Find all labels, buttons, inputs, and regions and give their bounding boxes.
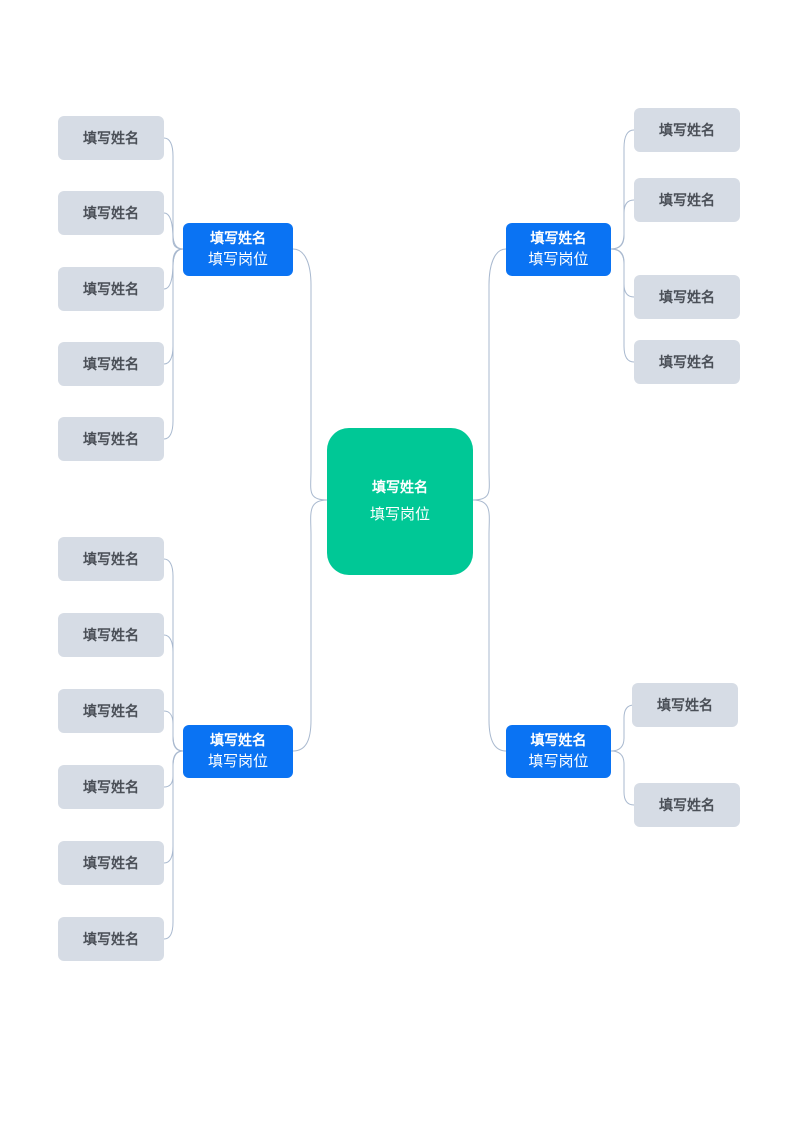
- root-name: 填写姓名: [372, 479, 428, 496]
- root-title: 填写岗位: [369, 504, 430, 523]
- connector-root-bottom-left: [292, 499, 328, 752]
- connector-bl-3: [163, 710, 184, 752]
- connector-root-top-left: [292, 248, 328, 501]
- leaf-node-top-left-4[interactable]: 填写姓名: [58, 342, 164, 386]
- leaf-node-bottom-left-6[interactable]: 填写姓名: [58, 917, 164, 961]
- leaf-node-bottom-right-2[interactable]: 填写姓名: [634, 783, 740, 827]
- branch-name: 填写姓名: [210, 733, 266, 749]
- leaf-node-top-left-3[interactable]: 填写姓名: [58, 267, 164, 311]
- branch-name: 填写姓名: [210, 231, 266, 247]
- leaf-node-bottom-left-3[interactable]: 填写姓名: [58, 689, 164, 733]
- leaf-node-bottom-right-1[interactable]: 填写姓名: [632, 683, 738, 727]
- leaf-node-top-right-2[interactable]: 填写姓名: [634, 178, 740, 222]
- connector-tl-5: [163, 248, 184, 440]
- leaf-node-top-left-1[interactable]: 填写姓名: [58, 116, 164, 160]
- branch-node-top-right[interactable]: 填写姓名 填写岗位: [506, 223, 611, 276]
- root-node[interactable]: 填写姓名 填写岗位: [327, 428, 473, 575]
- branch-title: 填写岗位: [207, 752, 268, 770]
- leaf-node-top-right-1[interactable]: 填写姓名: [634, 108, 740, 152]
- leaf-node-bottom-left-5[interactable]: 填写姓名: [58, 841, 164, 885]
- connector-tl-1: [163, 137, 184, 250]
- branch-name: 填写姓名: [530, 733, 587, 749]
- connector-tr-2: [610, 199, 635, 250]
- connector-bl-6: [163, 750, 184, 940]
- leaf-node-bottom-left-4[interactable]: 填写姓名: [58, 765, 164, 809]
- branch-node-bottom-right[interactable]: 填写姓名 填写岗位: [506, 725, 611, 778]
- leaf-node-top-right-3[interactable]: 填写姓名: [634, 275, 740, 319]
- connector-br-1: [610, 704, 635, 752]
- connector-br-2: [610, 750, 635, 806]
- leaf-node-bottom-left-1[interactable]: 填写姓名: [58, 537, 164, 581]
- connector-tr-1: [610, 129, 635, 250]
- leaf-node-top-left-5[interactable]: 填写姓名: [58, 417, 164, 461]
- connector-root-bottom-right: [472, 499, 507, 752]
- branch-title: 填写岗位: [528, 250, 589, 268]
- branch-node-top-left[interactable]: 填写姓名 填写岗位: [183, 223, 293, 276]
- connector-tr-4: [610, 248, 635, 363]
- connector-tl-2: [163, 212, 184, 250]
- branch-title: 填写岗位: [207, 250, 268, 268]
- connector-root-top-right: [472, 248, 507, 501]
- branch-title: 填写岗位: [528, 752, 589, 770]
- branch-name: 填写姓名: [530, 231, 587, 247]
- branch-node-bottom-left[interactable]: 填写姓名 填写岗位: [183, 725, 293, 778]
- leaf-node-top-left-2[interactable]: 填写姓名: [58, 191, 164, 235]
- leaf-node-top-right-4[interactable]: 填写姓名: [634, 340, 740, 384]
- leaf-node-bottom-left-2[interactable]: 填写姓名: [58, 613, 164, 657]
